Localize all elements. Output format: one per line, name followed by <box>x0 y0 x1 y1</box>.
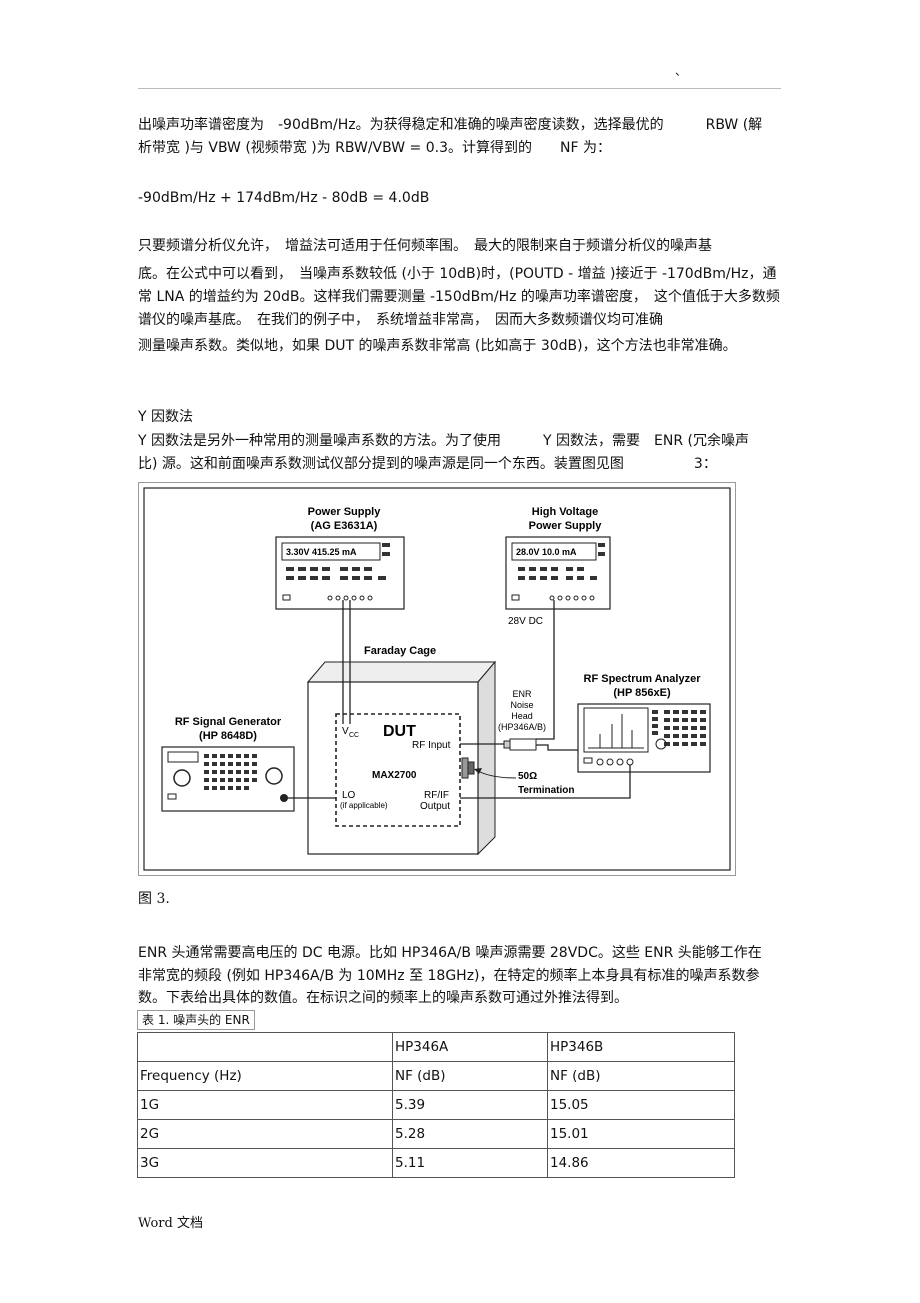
sig-gen-model: (HP 8648D) <box>199 730 257 742</box>
termination-label-2: Termination <box>518 785 574 796</box>
power-supply-display: 3.30V 415.25 mA <box>286 547 357 557</box>
hv-supply-display: 28.0V 10.0 mA <box>516 547 577 557</box>
table-cell: 15.05 <box>547 1090 735 1120</box>
dut-vcc-sub: CC <box>349 732 359 739</box>
formula: -90dBm/Hz + 174dBm/Hz - 80dB = 4.0dB <box>138 190 430 206</box>
section-line2: 比) 源。这和前面噪声系数测试仪部分提到的噪声源是同一个东西。装置图见图 3： <box>138 456 717 472</box>
hv-supply-subtitle: Power Supply <box>529 520 603 532</box>
header-rule <box>138 88 781 89</box>
hv-supply-title: High Voltage <box>532 506 598 518</box>
power-supply-model: (AG E3631A) <box>311 520 378 532</box>
table-cell: HP346A <box>392 1032 548 1062</box>
para2-line4: 谱仪的噪声基底。 在我们的例子中， 系统增益非常高， 因而大多数频谱仪均可准确 <box>138 312 663 328</box>
enr-label-3: Head <box>511 711 533 721</box>
table-cell: Frequency (Hz) <box>137 1061 393 1091</box>
power-supply: Power Supply (AG E3631A) 3.30V 415.25 mA <box>275 506 405 610</box>
table-cell: 2G <box>137 1119 393 1149</box>
table-row: 3G 5.11 14.86 <box>137 1148 735 1178</box>
table-cell: 5.39 <box>392 1090 548 1120</box>
table-cell: 15.01 <box>547 1119 735 1149</box>
table-cell: 5.11 <box>392 1148 548 1178</box>
test-setup-diagram: Power Supply (AG E3631A) 3.30V 415.25 mA… <box>138 482 736 876</box>
termination-label-1: 50Ω <box>518 771 537 782</box>
dut-part: MAX2700 <box>372 770 417 781</box>
table-cell <box>137 1032 393 1062</box>
analyzer-title: RF Spectrum Analyzer <box>584 673 702 685</box>
enr-label-2: Noise <box>510 700 533 710</box>
enr-label-1: ENR <box>512 689 532 699</box>
dut-title: DUT <box>383 723 416 740</box>
dut-output: Output <box>420 801 450 812</box>
page-footer: Word 文档 <box>138 1216 203 1231</box>
table-cell: NF (dB) <box>547 1061 735 1091</box>
para2-line1: 只要频谱分析仪允许， 增益法可适用于任何频率围。 最大的限制来自于频谱分析仪的噪… <box>138 238 712 254</box>
section-line1: Y 因数法是另外一种常用的测量噪声系数的方法。为了使用 Y 因数法，需要 ENR… <box>138 433 749 449</box>
dut: V CC DUT RF Input MAX2700 LO (if applica… <box>335 713 461 827</box>
para1-line1: 出噪声功率谱密度为 -90dBm/Hz。为获得稳定和准确的噪声密度读数，选择最优… <box>138 117 763 133</box>
enr-table: HP346A HP346B Frequency (Hz) NF (dB) NF … <box>137 1032 735 1178</box>
table-row: 1G 5.39 15.05 <box>137 1090 735 1120</box>
para2-line2: 底。在公式中可以看到， 当噪声系数较低 (小于 10dB)时，(POUTD - … <box>138 266 777 282</box>
table-cell: HP346B <box>547 1032 735 1062</box>
corner-mark: 、 <box>675 64 688 78</box>
rf-spectrum-analyzer: RF Spectrum Analyzer (HP 856xE) <box>577 673 711 773</box>
table-cell: 1G <box>137 1090 393 1120</box>
para2-line3: 常 LNA 的增益约为 20dB。这样我们需要测量 -150dBm/Hz 的噪声… <box>138 289 780 305</box>
para1-line2: 析带宽 )与 VBW (视频带宽 )为 RBW/VBW = 0.3。计算得到的 … <box>138 140 611 156</box>
para3-line3: 数。下表给出具体的数值。在标识之间的频率上的噪声系数可通过外推法得到。 <box>138 990 628 1006</box>
high-voltage-supply: High Voltage Power Supply 28.0V 10.0 mA … <box>505 506 611 627</box>
hv-supply-label: 28V DC <box>508 616 543 627</box>
dut-lo-note: (if applicable) <box>340 801 388 810</box>
dut-vcc: V <box>342 726 349 737</box>
dut-lo: LO <box>342 790 356 801</box>
para3-line1: ENR 头通常需要高电压的 DC 电源。比如 HP346A/B 噪声源需要 28… <box>138 945 762 961</box>
section-title: Y 因数法 <box>138 409 194 425</box>
enr-label-4: (HP346A/B) <box>498 722 546 732</box>
dut-rfif: RF/IF <box>424 790 449 801</box>
table-header-row: HP346A HP346B <box>137 1032 735 1062</box>
analyzer-model: (HP 856xE) <box>613 687 671 699</box>
faraday-label: Faraday Cage <box>364 645 436 657</box>
table-row: Frequency (Hz) NF (dB) NF (dB) <box>137 1061 735 1091</box>
table-cell: 14.86 <box>547 1148 735 1178</box>
sig-gen-title: RF Signal Generator <box>175 716 282 728</box>
dut-rf-input: RF Input <box>412 740 451 751</box>
table-cell: 3G <box>137 1148 393 1178</box>
table-cell: NF (dB) <box>392 1061 548 1091</box>
table-row: 2G 5.28 15.01 <box>137 1119 735 1149</box>
para2-line5: 测量噪声系数。类似地，如果 DUT 的噪声系数非常高 (比如高于 30dB)，这… <box>138 338 737 354</box>
figure-caption: 图 3. <box>138 891 170 907</box>
table-cell: 5.28 <box>392 1119 548 1149</box>
table-label: 表 1. 噪声头的 ENR <box>137 1010 255 1030</box>
power-supply-title: Power Supply <box>308 506 382 518</box>
para3-line2: 非常宽的频段 (例如 HP346A/B 为 10MHz 至 18GHz)，在特定… <box>138 968 760 984</box>
rf-signal-generator: RF Signal Generator (HP 8648D) <box>161 716 295 812</box>
